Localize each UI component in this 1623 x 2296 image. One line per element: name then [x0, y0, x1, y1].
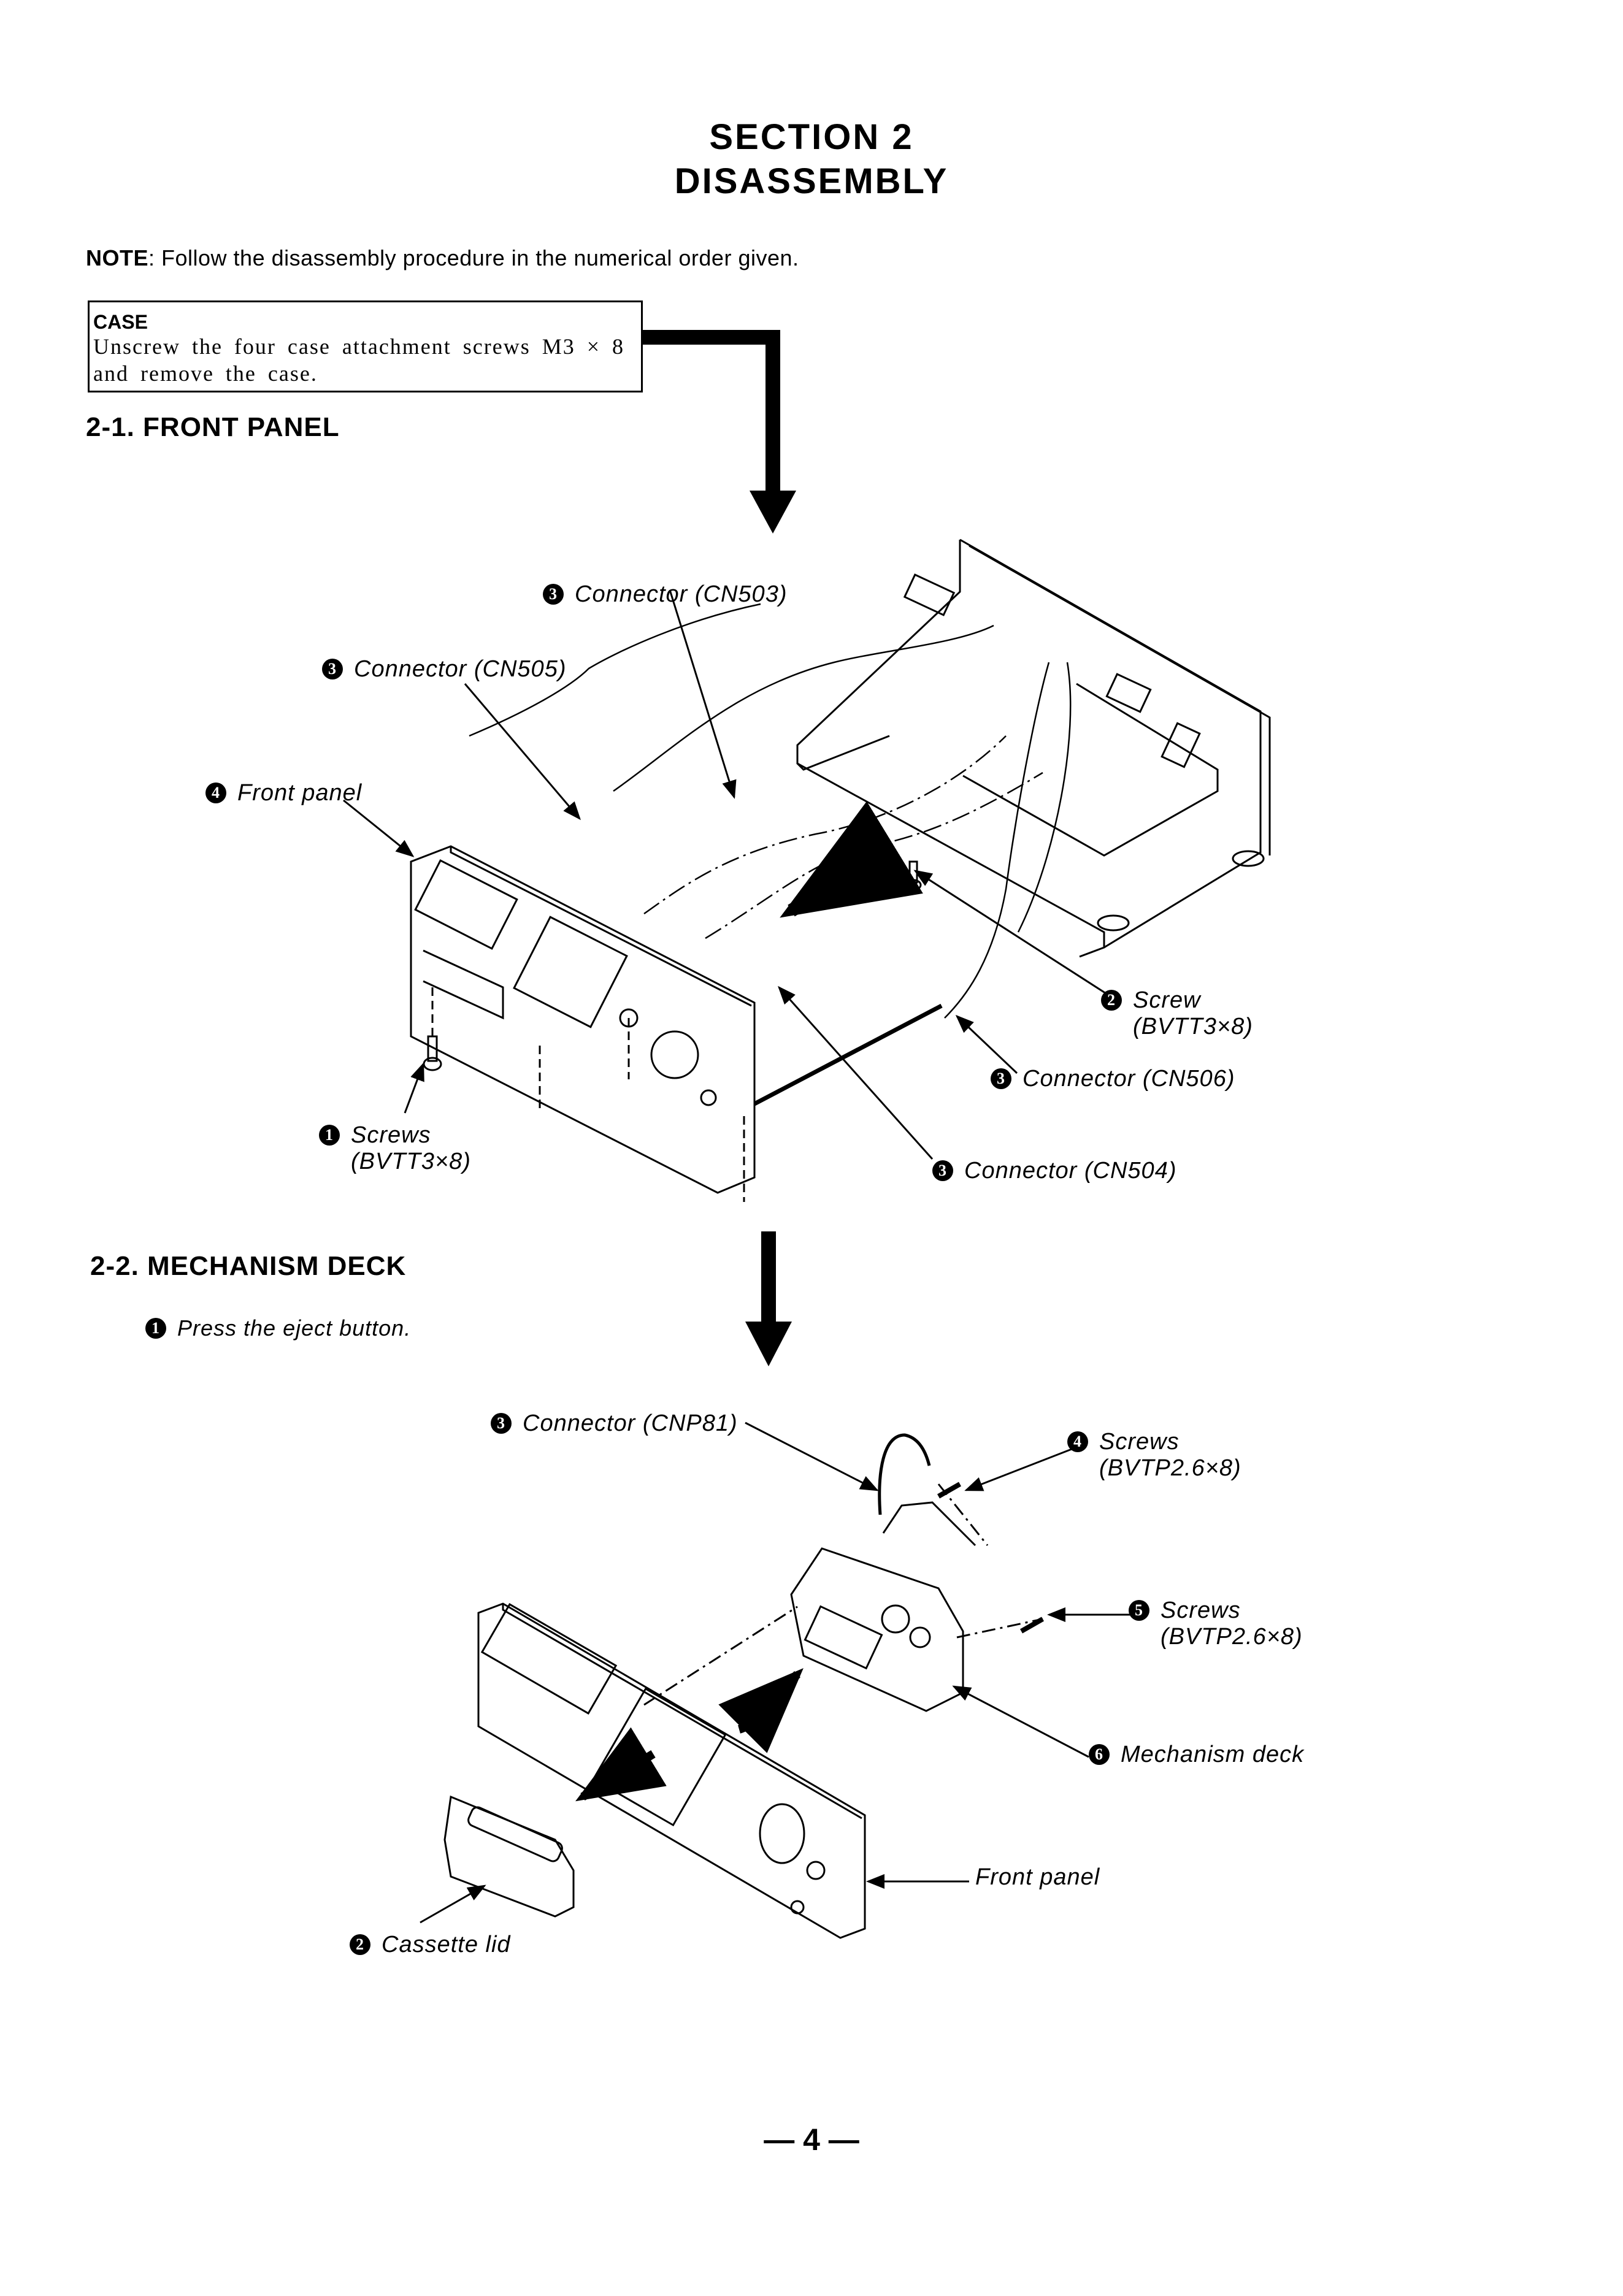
callout-text: Front panel [237, 780, 363, 806]
step-badge: 2 [350, 1934, 370, 1955]
callout-mechanism-deck: 6 Mechanism deck [1089, 1742, 1304, 1768]
callout-spec: (BVTT3×8) [351, 1149, 471, 1174]
step-badge: 1 [319, 1125, 340, 1146]
front-panel-lower [477, 1602, 866, 1939]
callout-text: Mechanism deck [1121, 1742, 1305, 1767]
step-badge: 5 [1129, 1600, 1149, 1621]
callout-screws-1: 1 Screws (BVTT3×8) [319, 1122, 471, 1175]
note-label: NOTE [86, 245, 149, 270]
case-text-line-1: Unscrew the four case attachment screws … [93, 334, 625, 359]
front-panel-body [410, 845, 756, 1202]
callout-spec: (BVTT3×8) [1133, 1014, 1253, 1039]
callout-screws-5: 5 Screws (BVTP2.6×8) [1129, 1598, 1303, 1650]
page-number: — 4 — [764, 2122, 859, 2157]
eject-instruction: 1 Press the eject button. [145, 1315, 411, 1341]
case-instruction-box: CASE Unscrew the four case attachment sc… [88, 300, 643, 392]
mechanism-deck-body [790, 1501, 976, 1712]
callout-connector-cn503: 3 Connector (CN503) [543, 581, 787, 608]
step-badge: 3 [322, 659, 343, 679]
step-badge: 3 [991, 1068, 1011, 1089]
callout-text: Screws [1161, 1598, 1241, 1623]
callout-text: Screws [1099, 1429, 1180, 1455]
flow-arrow-1 [643, 330, 796, 534]
note-text: : Follow the disassembly procedure in th… [148, 245, 799, 270]
screw-icon [905, 860, 922, 891]
leader-lines-front-panel [343, 589, 1120, 1160]
case-heading: CASE [93, 311, 148, 333]
page-title: DISASSEMBLY [674, 161, 949, 201]
callout-spec: (BVTP2.6×8) [1161, 1624, 1303, 1650]
callout-screw-2: 2 Screw (BVTT3×8) [1101, 987, 1253, 1040]
screw-icon [937, 1482, 961, 1499]
callout-connector-cnp81: 3 Connector (CNP81) [491, 1410, 738, 1437]
screw-icon [423, 1035, 442, 1071]
callout-screws-4: 4 Screws (BVTP2.6×8) [1067, 1429, 1241, 1482]
section-number: SECTION 2 [709, 117, 914, 157]
callout-text: Front panel [975, 1864, 1100, 1890]
callout-text: Connector (CN504) [964, 1158, 1177, 1184]
callout-text: Connector (CNP81) [523, 1410, 738, 1436]
step-badge: 3 [932, 1160, 953, 1181]
callout-text: Screws [351, 1122, 431, 1148]
cassette-lid [443, 1795, 575, 1918]
step-badge: 4 [1067, 1431, 1088, 1452]
chassis-outline [796, 538, 1271, 958]
step-badge: 3 [491, 1413, 512, 1434]
callout-text: Cassette lid [382, 1932, 511, 1957]
step-badge: 1 [145, 1318, 166, 1339]
mechanism-deck-heading: 2-2. MECHANISM DECK [90, 1251, 407, 1281]
callout-text: Connector (CN503) [575, 581, 788, 607]
callout-text: Connector (CN506) [1023, 1066, 1235, 1092]
callout-front-panel: 4 Front panel [205, 780, 362, 806]
front-panel-exploded-view [410, 538, 1271, 1202]
screw-icon [1020, 1617, 1044, 1634]
step-badge: 2 [1101, 990, 1122, 1011]
callout-connector-cn504: 3 Connector (CN504) [932, 1158, 1176, 1184]
callout-connector-cn506: 3 Connector (CN506) [991, 1066, 1235, 1092]
mechanism-exploded-view [443, 1433, 1044, 1939]
leader-lines-mechanism [420, 1422, 1135, 1924]
flow-arrow-2 [745, 1231, 792, 1366]
step-badge: 6 [1089, 1744, 1110, 1765]
step-badge: 3 [543, 584, 564, 605]
callout-front-panel-lower: Front panel [975, 1864, 1100, 1891]
callout-connector-cn505: 3 Connector (CN505) [322, 656, 566, 683]
instruction-text: Press the eject button. [177, 1315, 412, 1341]
callout-text: Connector (CN505) [354, 656, 567, 682]
step-badge: 4 [205, 783, 226, 803]
procedure-note: NOTE: Follow the disassembly procedure i… [86, 245, 799, 271]
callout-spec: (BVTP2.6×8) [1099, 1455, 1241, 1481]
callout-cassette-lid: 2 Cassette lid [350, 1932, 511, 1958]
callout-text: Screw [1133, 987, 1201, 1013]
front-panel-heading: 2-1. FRONT PANEL [86, 412, 340, 442]
case-text-line-2: and remove the case. [93, 361, 318, 386]
